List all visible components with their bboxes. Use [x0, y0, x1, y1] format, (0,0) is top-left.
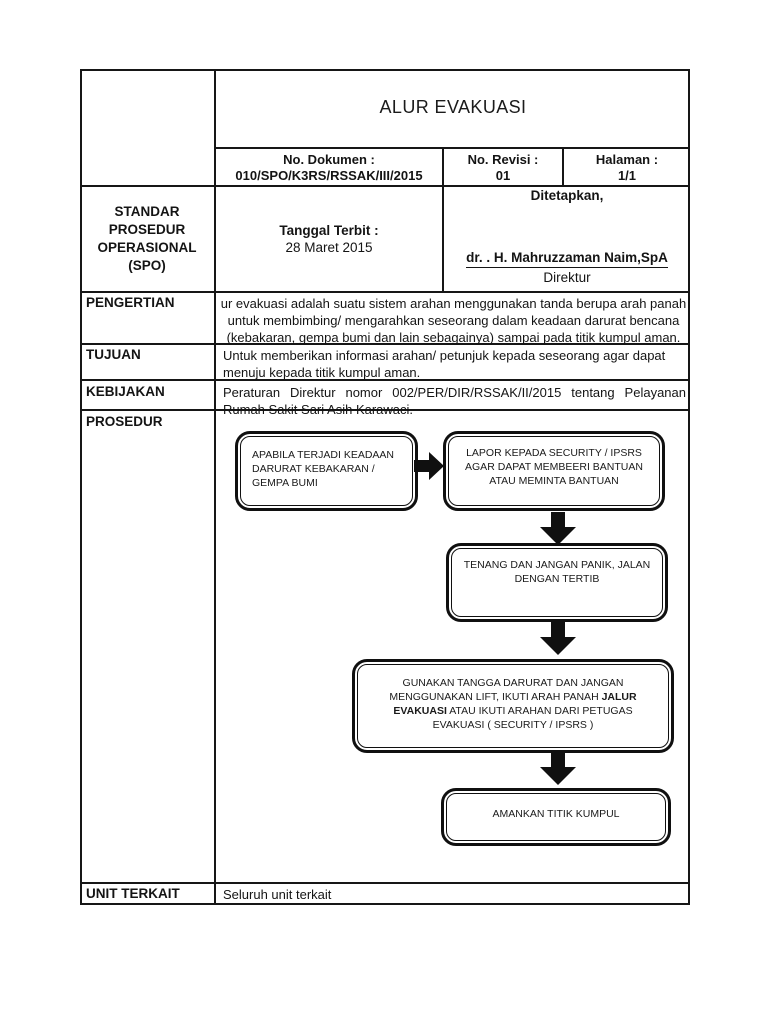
- prosedur-label: PROSEDUR: [86, 414, 163, 429]
- tujuan-label: TUJUAN: [86, 347, 141, 362]
- no-revisi-cell: No. Revisi : 01: [444, 150, 562, 186]
- flowchart-box4-line3: EVAKUASI ATAU IKUTI ARAHAN DARI PETUGAS: [358, 704, 668, 718]
- tanggal-terbit-label: Tanggal Terbit :: [279, 222, 379, 238]
- box4-line2-bold: JALUR: [601, 691, 637, 703]
- table-row-line-under-header: [80, 185, 690, 187]
- table-outer-border: [80, 69, 690, 905]
- table-column-divider-middle: [442, 148, 444, 293]
- unit-terkait-value: Seluruh unit terkait: [223, 887, 332, 902]
- table-column-divider-left: [214, 69, 216, 905]
- arrow-stem: [414, 460, 430, 472]
- arrow-right-icon: [414, 452, 445, 480]
- pengertian-line: untuk membimbing/ mengarahkan seseorang …: [227, 313, 680, 328]
- flowchart-box4-line4: EVAKUASI ( SECURITY / IPSRS ): [432, 719, 594, 731]
- pengertian-line: (kebakaran, gempa bumi dan lain sebagain…: [226, 330, 681, 345]
- halaman-cell: Halaman : 1/1: [564, 150, 690, 186]
- arrow-stem: [551, 752, 565, 768]
- no-dokumen-label: No. Dokumen :: [283, 152, 375, 167]
- box4-line3-bold: EVAKUASI: [393, 705, 447, 717]
- unit-terkait-label: UNIT TERKAIT: [86, 886, 180, 901]
- ditetapkan-label: Ditetapkan,: [530, 188, 604, 203]
- table-row-line-under-kebijakan: [80, 409, 690, 411]
- halaman-label: Halaman :: [595, 152, 659, 167]
- no-revisi-value: 01: [495, 168, 511, 183]
- box4-line3-regular: ATAU IKUTI ARAHAN DARI PETUGAS: [446, 705, 633, 717]
- kebijakan-label: KEBIJAKAN: [86, 384, 165, 399]
- arrow-head: [540, 527, 576, 545]
- flowchart-box-keadaan-darurat-text: APABILA TERJADI KEADAAN DARURAT KEBAKARA…: [240, 436, 413, 506]
- halaman-value: 1/1: [617, 168, 637, 183]
- table-row-line-under-tujuan: [80, 379, 690, 381]
- kebijakan-line: Peraturan Direktur nomor 002/PER/DIR/RSS…: [223, 385, 686, 400]
- arrow-stem: [551, 512, 565, 528]
- tujuan-line: menuju kepada titik kumpul aman.: [223, 365, 421, 380]
- table-row-line-under-approval: [80, 291, 690, 293]
- spo-title-cell: STANDAR PROSEDUR OPERASIONAL (SPO): [97, 203, 197, 273]
- document-title: ALUR EVAKUASI: [379, 97, 527, 117]
- no-dokumen-cell: No. Dokumen : 010/SPO/K3RS/RSSAK/III/201…: [216, 150, 442, 186]
- arrow-head: [540, 767, 576, 785]
- pengertian-text: ur evakuasi adalah suatu sistem arahan m…: [215, 295, 692, 346]
- arrow-head: [429, 452, 444, 480]
- table-row-line-under-pengertian: [80, 343, 690, 345]
- flowchart-box-tenang-text: TENANG DAN JANGAN PANIK, JALAN DENGAN TE…: [451, 548, 663, 617]
- arrow-down-icon: [540, 512, 576, 545]
- tujuan-text: Untuk memberikan informasi arahan/ petun…: [223, 347, 686, 381]
- flowchart-box-lapor-security-text: LAPOR KEPADA SECURITY / IPSRS AGAR DAPAT…: [448, 436, 660, 506]
- tanggal-terbit-cell: Tanggal Terbit : 28 Maret 2015: [216, 186, 442, 291]
- arrow-down-icon: [540, 622, 576, 655]
- flowchart-box4-line1: GUNAKAN TANGGA DARURAT DAN JANGAN: [402, 677, 624, 689]
- flowchart-box-tangga-darurat: GUNAKAN TANGGA DARURAT DAN JANGAN MENGGU…: [352, 659, 674, 753]
- box4-line2-regular: MENGGUNAKAN LIFT, IKUTI ARAH PANAH: [389, 691, 602, 703]
- flowchart-box-titik-kumpul-text: AMANKAN TITIK KUMPUL: [446, 793, 666, 841]
- no-dokumen-value: 010/SPO/K3RS/RSSAK/III/2015: [235, 168, 423, 183]
- kebijakan-text: Peraturan Direktur nomor 002/PER/DIR/RSS…: [223, 384, 686, 418]
- flowchart-box-lapor-security: LAPOR KEPADA SECURITY / IPSRS AGAR DAPAT…: [443, 431, 665, 511]
- table-column-divider-right: [562, 148, 564, 187]
- arrow-stem: [551, 622, 565, 638]
- flowchart-box-tenang: TENANG DAN JANGAN PANIK, JALAN DENGAN TE…: [446, 543, 668, 622]
- table-row-line-under-title: [214, 147, 690, 149]
- flowchart-box-titik-kumpul: AMANKAN TITIK KUMPUL: [441, 788, 671, 846]
- table-row-line-under-prosedur: [80, 882, 690, 884]
- pengertian-line: ur evakuasi adalah suatu sistem arahan m…: [220, 296, 687, 311]
- ditetapkan-cell: Ditetapkan, dr. . H. Mahruzzaman Naim,Sp…: [444, 186, 690, 291]
- no-revisi-label: No. Revisi :: [467, 152, 539, 167]
- pengertian-label: PENGERTIAN: [86, 295, 175, 310]
- arrow-head: [540, 637, 576, 655]
- flowchart-box-keadaan-darurat: APABILA TERJADI KEADAAN DARURAT KEBAKARA…: [235, 431, 418, 511]
- director-name: dr. . H. Mahruzzaman Naim,SpA: [466, 250, 668, 268]
- tanggal-terbit-value: 28 Maret 2015: [285, 239, 373, 255]
- tujuan-line: Untuk memberikan informasi arahan/ petun…: [223, 348, 666, 363]
- flowchart-box4-line2: MENGGUNAKAN LIFT, IKUTI ARAH PANAH JALUR: [358, 690, 668, 704]
- kebijakan-line: Rumah Sakit Sari Asih Karawaci.: [223, 402, 414, 417]
- flowchart-box-tangga-darurat-text: GUNAKAN TANGGA DARURAT DAN JANGAN MENGGU…: [357, 664, 669, 748]
- director-title: Direktur: [543, 270, 591, 285]
- arrow-down-icon: [540, 752, 576, 785]
